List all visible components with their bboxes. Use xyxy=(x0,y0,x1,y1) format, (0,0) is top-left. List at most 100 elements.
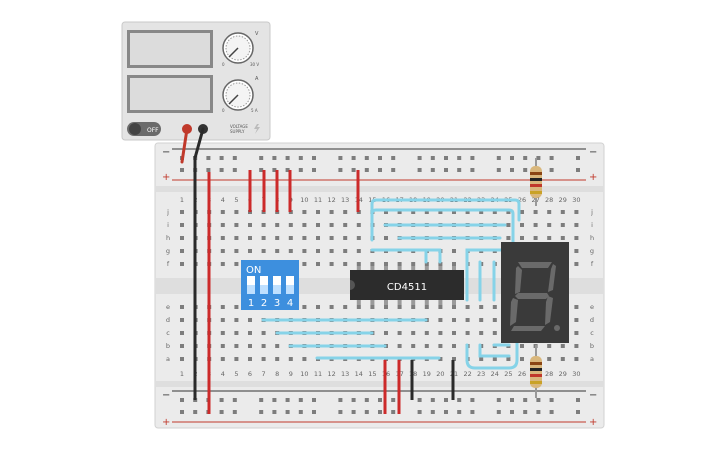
rail-hole[interactable] xyxy=(259,398,264,402)
terminal-hole[interactable] xyxy=(234,357,239,361)
terminal-hole[interactable] xyxy=(492,357,497,361)
rail-hole[interactable] xyxy=(338,410,343,414)
rail-hole[interactable] xyxy=(430,168,435,172)
rail-hole[interactable] xyxy=(391,168,396,172)
terminal-hole[interactable] xyxy=(316,249,320,253)
terminal-hole[interactable] xyxy=(275,344,280,348)
rail-hole[interactable] xyxy=(206,168,211,172)
current-knob[interactable] xyxy=(222,79,254,111)
rail-hole[interactable] xyxy=(549,168,554,172)
rail-hole[interactable] xyxy=(219,410,224,414)
terminal-hole[interactable] xyxy=(220,318,225,322)
terminal-hole[interactable] xyxy=(302,357,307,361)
rail-hole[interactable] xyxy=(523,398,528,402)
rail-hole[interactable] xyxy=(470,410,475,414)
terminal-hole[interactable] xyxy=(547,223,552,227)
rail-hole[interactable] xyxy=(364,156,369,160)
rail-hole[interactable] xyxy=(470,156,475,160)
rail-hole[interactable] xyxy=(272,156,277,160)
terminal-hole[interactable] xyxy=(438,357,443,361)
seven-segment-display[interactable] xyxy=(501,242,569,343)
rail-hole[interactable] xyxy=(510,156,514,160)
rail-hole[interactable] xyxy=(510,168,514,172)
rail-hole[interactable] xyxy=(338,398,343,402)
rail-hole[interactable] xyxy=(272,168,277,172)
terminal-hole[interactable] xyxy=(492,210,497,214)
rail-hole[interactable] xyxy=(457,398,462,402)
terminal-hole[interactable] xyxy=(424,344,429,348)
terminal-hole[interactable] xyxy=(261,223,266,227)
terminal-hole[interactable] xyxy=(574,344,579,348)
terminal-hole[interactable] xyxy=(356,223,361,227)
terminal-hole[interactable] xyxy=(533,223,538,227)
terminal-hole[interactable] xyxy=(248,223,252,227)
rail-hole[interactable] xyxy=(298,398,303,402)
rail-hole[interactable] xyxy=(510,410,514,414)
rail-hole[interactable] xyxy=(312,410,316,414)
terminal-hole[interactable] xyxy=(316,210,320,214)
terminal-hole[interactable] xyxy=(356,249,361,253)
terminal-hole[interactable] xyxy=(411,210,416,214)
rail-hole[interactable] xyxy=(285,410,290,414)
terminal-hole[interactable] xyxy=(411,331,416,335)
terminal-hole[interactable] xyxy=(343,223,348,227)
terminal-hole[interactable] xyxy=(220,249,225,253)
rail-hole[interactable] xyxy=(219,398,224,402)
terminal-hole[interactable] xyxy=(356,305,361,309)
rail-hole[interactable] xyxy=(338,156,343,160)
terminal-hole[interactable] xyxy=(220,357,225,361)
terminal-hole[interactable] xyxy=(234,331,239,335)
rail-hole[interactable] xyxy=(496,410,501,414)
rail-hole[interactable] xyxy=(417,410,422,414)
rail-hole[interactable] xyxy=(576,398,580,402)
terminal-hole[interactable] xyxy=(465,331,470,335)
terminal-hole[interactable] xyxy=(343,262,348,266)
terminal-hole[interactable] xyxy=(302,249,307,253)
terminal-hole[interactable] xyxy=(316,236,320,240)
rail-hole[interactable] xyxy=(457,410,462,414)
terminal-hole[interactable] xyxy=(261,357,266,361)
terminal-hole[interactable] xyxy=(397,262,402,266)
terminal-hole[interactable] xyxy=(520,236,524,240)
terminal-hole[interactable] xyxy=(356,262,361,266)
terminal-hole[interactable] xyxy=(520,223,524,227)
rail-hole[interactable] xyxy=(444,410,448,414)
terminal-hole[interactable] xyxy=(302,223,307,227)
rail-hole[interactable] xyxy=(378,168,382,172)
terminal-hole[interactable] xyxy=(343,236,348,240)
terminal-hole[interactable] xyxy=(288,236,293,240)
terminal-hole[interactable] xyxy=(343,249,348,253)
dip-toggle-knob[interactable] xyxy=(260,285,268,294)
terminal-hole[interactable] xyxy=(452,305,456,309)
dip-toggle-knob[interactable] xyxy=(273,285,281,294)
rail-hole[interactable] xyxy=(523,410,528,414)
supply-negative-lead[interactable] xyxy=(193,127,205,160)
terminal-hole[interactable] xyxy=(234,262,239,266)
rail-hole[interactable] xyxy=(298,156,303,160)
terminal-hole[interactable] xyxy=(261,236,266,240)
terminal-hole[interactable] xyxy=(424,331,429,335)
terminal-hole[interactable] xyxy=(520,344,524,348)
rail-hole[interactable] xyxy=(312,398,316,402)
terminal-hole[interactable] xyxy=(275,223,280,227)
rail-hole[interactable] xyxy=(470,398,475,402)
rail-hole[interactable] xyxy=(232,156,237,160)
terminal-hole[interactable] xyxy=(180,249,184,253)
rail-hole[interactable] xyxy=(378,156,382,160)
terminal-hole[interactable] xyxy=(248,318,252,322)
rail-hole[interactable] xyxy=(232,168,237,172)
terminal-hole[interactable] xyxy=(492,305,497,309)
rail-hole[interactable] xyxy=(285,398,290,402)
rail-hole[interactable] xyxy=(206,156,211,160)
terminal-hole[interactable] xyxy=(248,357,252,361)
terminal-hole[interactable] xyxy=(533,210,538,214)
rail-hole[interactable] xyxy=(576,168,580,172)
rail-hole[interactable] xyxy=(417,398,422,402)
terminal-hole[interactable] xyxy=(574,305,579,309)
terminal-hole[interactable] xyxy=(452,318,456,322)
terminal-hole[interactable] xyxy=(234,344,239,348)
terminal-hole[interactable] xyxy=(574,236,579,240)
terminal-hole[interactable] xyxy=(506,223,511,227)
rail-hole[interactable] xyxy=(536,398,541,402)
terminal-hole[interactable] xyxy=(248,236,252,240)
